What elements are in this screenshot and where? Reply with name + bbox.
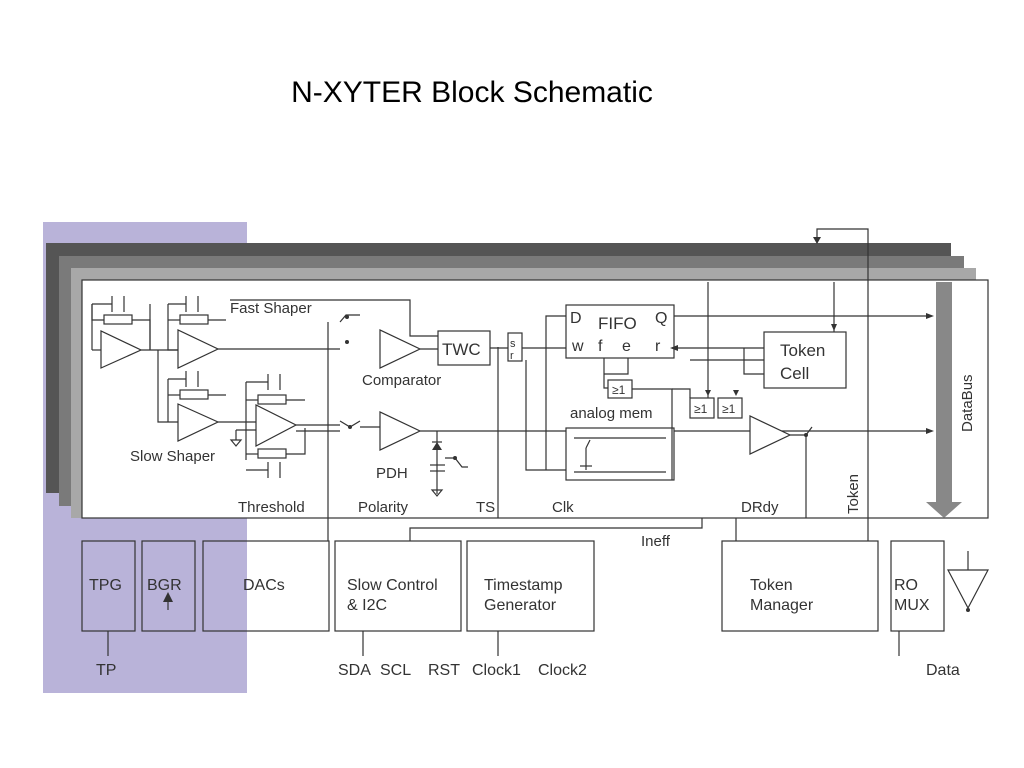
output-driver-triangle <box>947 569 989 610</box>
fifo-block <box>565 304 675 359</box>
data-pin-label: Data <box>926 662 960 679</box>
slide-title: N-XYTER Block Schematic <box>291 76 653 109</box>
latch-s-label: s <box>510 338 516 350</box>
slow-shaper-amplifier-1 <box>177 403 220 442</box>
slow-shaper-amplifier-2 <box>255 404 298 447</box>
analog-memory-block <box>565 427 675 481</box>
output-buffer-amplifier <box>749 415 792 455</box>
peak-detector <box>430 431 468 497</box>
clock1-pin-label: Clock1 <box>472 662 521 679</box>
databus-arrow <box>926 282 962 518</box>
polarity-label: Polarity <box>358 499 409 516</box>
fifo-q-label: Q <box>655 310 667 327</box>
analog-memory-cells <box>574 437 666 473</box>
twc-label: TWC <box>442 340 481 359</box>
ro-mux-label-2: MUX <box>894 597 930 614</box>
timestamp-generator-block <box>466 540 595 632</box>
token-manager-block <box>721 540 879 632</box>
fifo-r-label: r <box>655 338 661 355</box>
slow-control-block <box>334 540 462 632</box>
token-vertical-label: Token <box>845 474 862 514</box>
ro-mux-label-1: RO <box>894 577 918 594</box>
token-manager-label-1: Token <box>750 577 793 594</box>
scl-pin-label: SCL <box>380 662 411 679</box>
slow-control-label-2: & I2C <box>347 597 387 614</box>
clk-label: Clk <box>552 499 574 516</box>
or-gate-1-label: ≥1 <box>612 383 626 397</box>
or-gate-3-label: ≥1 <box>722 402 736 416</box>
comparator-amplifier <box>379 329 422 369</box>
threshold-label: Threshold <box>238 499 305 516</box>
fast-shaper-amplifier <box>177 329 220 369</box>
fifo-f-label: f <box>598 338 603 355</box>
fifo-label: FIFO <box>598 314 637 333</box>
drdy-label: DRdy <box>741 499 779 516</box>
ineff-label: Ineff <box>641 533 671 550</box>
fifo-e-label: e <box>622 338 631 355</box>
slow-control-label-1: Slow Control <box>347 577 438 594</box>
twc-block <box>437 330 491 366</box>
latch-r-label: r <box>510 350 514 362</box>
tpg-label: TPG <box>89 577 122 594</box>
clock2-pin-label: Clock2 <box>538 662 587 679</box>
pdh-label: PDH <box>376 465 408 482</box>
polarity-switch-fast <box>327 314 360 440</box>
channel-card-front <box>81 279 989 519</box>
bgr-label: BGR <box>147 577 182 594</box>
ro-mux-block <box>890 540 945 632</box>
timestamp-label-1: Timestamp <box>484 577 563 594</box>
sr-latch <box>507 332 523 362</box>
bgr-block <box>141 540 196 632</box>
slow-shaper-label: Slow Shaper <box>130 448 215 465</box>
rst-pin-label: RST <box>428 662 460 679</box>
top-feedback-wire <box>816 228 869 541</box>
fifo-d-label: D <box>570 310 582 327</box>
dacs-block <box>202 540 330 632</box>
token-cell-label-1: Token <box>780 341 825 360</box>
tp-pin-label: TP <box>96 662 116 679</box>
fifo-w-label: w <box>571 338 584 355</box>
ts-label: TS <box>476 499 495 516</box>
analog-mem-label: analog mem <box>570 405 653 422</box>
token-cell-block <box>763 331 847 389</box>
or-gate-2-label: ≥1 <box>694 402 708 416</box>
or-gate-3 <box>717 397 743 419</box>
dacs-label: DACs <box>243 577 285 594</box>
token-cell-label-2: Cell <box>780 364 809 383</box>
comparator-label: Comparator <box>362 372 441 389</box>
or-gate-2 <box>689 397 715 419</box>
fast-shaper-label: Fast Shaper <box>230 300 312 317</box>
databus-label: DataBus <box>959 374 976 432</box>
timestamp-label-2: Generator <box>484 597 557 614</box>
token-manager-label-2: Manager <box>750 597 814 614</box>
pdh-amplifier <box>379 411 422 451</box>
polarity-switch-slow <box>339 420 380 429</box>
sda-pin-label: SDA <box>338 662 371 679</box>
